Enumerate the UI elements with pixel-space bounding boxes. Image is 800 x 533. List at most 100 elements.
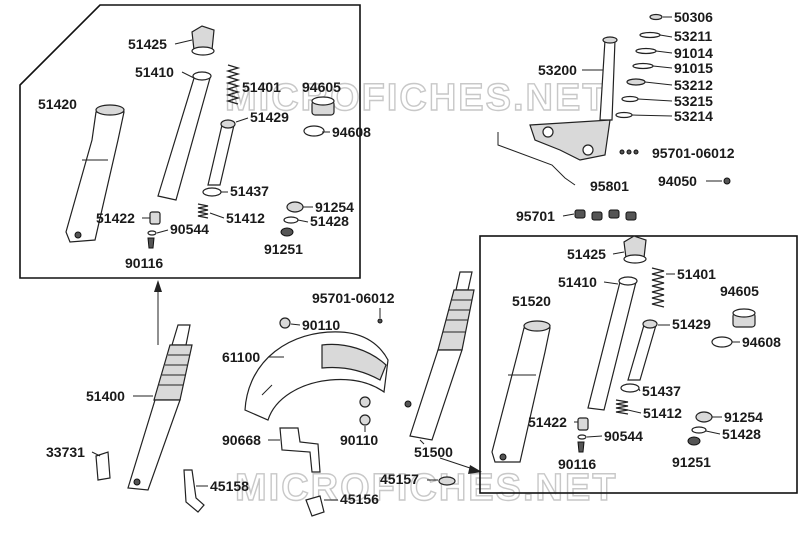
- label-90668: 90668: [222, 432, 261, 448]
- nut-91254: [286, 201, 304, 213]
- screw-90110-a: [279, 317, 291, 329]
- bolts-95701: [574, 209, 637, 221]
- label-90110-a: 90110: [302, 317, 340, 333]
- label-51420-left: 51420: [38, 96, 77, 112]
- label-51429-right: 51429: [672, 316, 711, 332]
- label-91251-left: 91251: [264, 241, 303, 257]
- steering-stem-53200: [529, 36, 618, 161]
- label-51412-right: 51412: [643, 405, 682, 421]
- label-51437-right: 51437: [642, 383, 681, 399]
- label-90544-right: 90544: [604, 428, 643, 444]
- washer-45157: [438, 476, 456, 486]
- label-94605-left: 94605: [302, 79, 341, 95]
- bolt-90116: [147, 237, 155, 249]
- label-51410-right: 51410: [558, 274, 597, 290]
- fork-slider-51520: [491, 320, 551, 463]
- label-45156: 45156: [340, 491, 379, 507]
- clip-ring-94608-right: [711, 336, 733, 348]
- label-90116-right: 90116: [558, 456, 596, 472]
- label-53214: 53214: [674, 108, 713, 124]
- fork-slider-51420: [65, 104, 125, 243]
- right-detail-frame: [479, 235, 798, 494]
- fork-leg-51500: [404, 271, 475, 441]
- label-91014: 91014: [674, 45, 713, 61]
- bracket-33731: [95, 451, 111, 481]
- bolt-51422-right: [577, 417, 589, 431]
- label-51428-left: 51428: [310, 213, 349, 229]
- label-51520: 51520: [512, 293, 551, 309]
- left-detail-frame: [19, 4, 361, 279]
- label-91254-right: 91254: [724, 409, 763, 425]
- screw-90110-b: [359, 396, 371, 426]
- nut-91251: [280, 227, 294, 237]
- rebound-spring-51412-right: [615, 399, 629, 415]
- label-33731: 33731: [46, 444, 85, 460]
- label-45158: 45158: [210, 478, 249, 494]
- label-51428-right: 51428: [722, 426, 761, 442]
- label-94608-right: 94608: [742, 334, 781, 350]
- label-90544-left: 90544: [170, 221, 209, 237]
- damper-rod-51429-right: [627, 319, 658, 381]
- label-51422-right: 51422: [528, 414, 567, 430]
- label-95801: 95801: [590, 178, 629, 194]
- clamp-45156: [305, 495, 325, 517]
- label-45157: 45157: [380, 471, 419, 487]
- oil-seal-94605: [311, 96, 335, 116]
- bracket-90668: [279, 427, 321, 473]
- washer-51437: [202, 187, 222, 197]
- rebound-spring-51412: [197, 203, 209, 219]
- label-51500: 51500: [414, 444, 453, 460]
- label-91251-right: 91251: [672, 454, 711, 470]
- stem-hardware-stack: [615, 13, 663, 119]
- detail-arrowhead: [154, 280, 162, 292]
- bolt-90116-right: [577, 441, 585, 453]
- label-94050: 94050: [658, 173, 697, 189]
- fork-cap-51425: [191, 25, 215, 56]
- label-95701-06012-mid: 95701-06012: [312, 290, 395, 306]
- label-51401-right: 51401: [677, 266, 716, 282]
- label-53211: 53211: [674, 28, 712, 44]
- fork-leg-51400: [127, 324, 193, 491]
- label-95701-06012-top: 95701-06012: [652, 145, 735, 161]
- label-91015: 91015: [674, 60, 713, 76]
- label-61100: 61100: [222, 349, 260, 365]
- label-94608-left: 94608: [332, 124, 371, 140]
- watermark-bottom: MICROFICHES.NET: [235, 467, 618, 509]
- front-fender-61100: [244, 331, 389, 421]
- bracket-45158: [183, 469, 205, 513]
- bolt-51422: [149, 211, 161, 225]
- washer-90544: [147, 230, 157, 236]
- label-53215: 53215: [674, 93, 713, 109]
- label-53212: 53212: [674, 77, 713, 93]
- washer-90544-right: [577, 434, 587, 440]
- clip-ring-94608: [303, 125, 325, 137]
- label-51437-left: 51437: [230, 183, 269, 199]
- washer-51428: [283, 216, 299, 224]
- nut-91254-right: [695, 411, 713, 423]
- spring-51401: [225, 64, 241, 105]
- watermark-top: MICROFICHES.NET: [225, 77, 608, 119]
- detail-arrowhead-right: [468, 465, 482, 474]
- label-53200: 53200: [538, 62, 577, 78]
- washer-51428-right: [691, 426, 707, 434]
- washer-51437-right: [620, 383, 640, 393]
- fork-cap-51425-right: [623, 235, 647, 264]
- screws-95701-06012-top: [619, 149, 639, 155]
- label-90110-b: 90110: [340, 432, 378, 448]
- label-51422-left: 51422: [96, 210, 135, 226]
- label-51401-left: 51401: [242, 79, 281, 95]
- spring-51401-right: [651, 267, 665, 308]
- label-91254-left: 91254: [315, 199, 354, 215]
- oil-seal-94605-right: [732, 308, 756, 328]
- label-51425-right: 51425: [567, 246, 606, 262]
- inner-tube-51410-right: [587, 276, 638, 411]
- label-90116-left: 90116: [125, 255, 163, 271]
- nut-91251-right: [687, 436, 701, 446]
- label-51429-left: 51429: [250, 109, 289, 125]
- label-51400: 51400: [86, 388, 125, 404]
- label-94605-right: 94605: [720, 283, 759, 299]
- inner-tube-51410: [157, 71, 212, 201]
- label-51425-left: 51425: [128, 36, 167, 52]
- label-51410-left: 51410: [135, 64, 174, 80]
